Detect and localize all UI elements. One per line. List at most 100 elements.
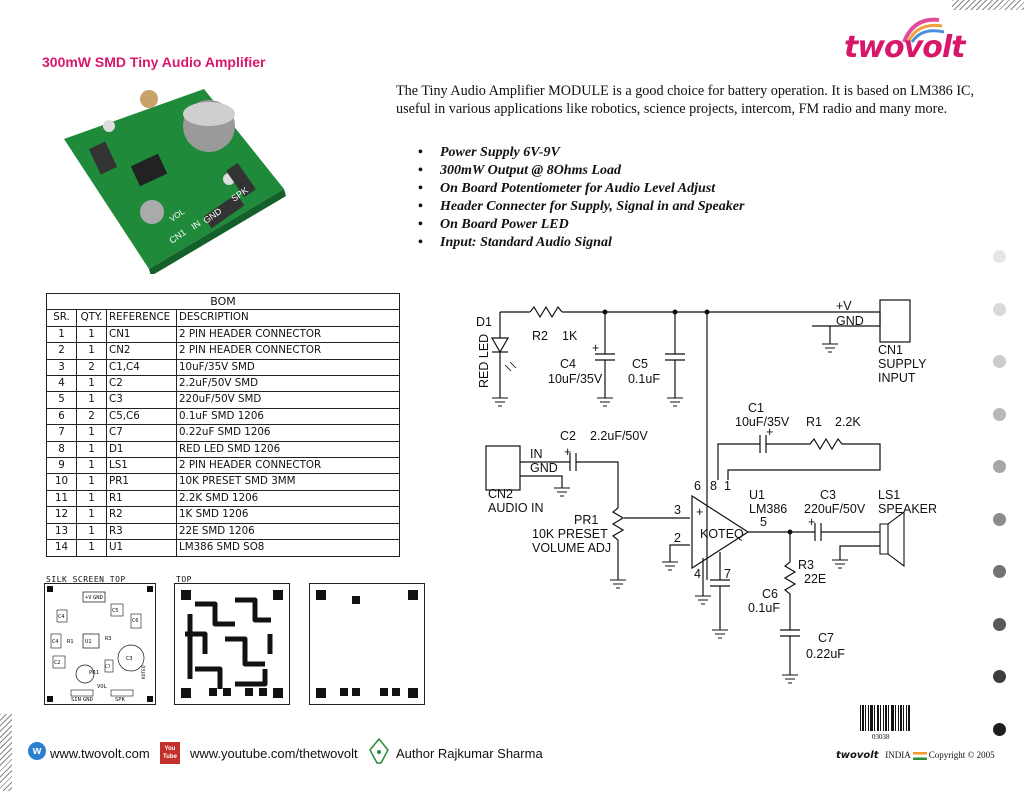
cn2-label: CN2 [488, 487, 513, 501]
silk-label: C3 [126, 656, 133, 662]
bom-description: 2 PIN HEADER CONNECTOR [176, 342, 400, 360]
website-icon: w [28, 742, 46, 760]
bom-header: QTY. [76, 309, 107, 327]
logo-text: twovolt [844, 30, 965, 65]
silk-label: VOL [97, 684, 108, 690]
footer-country: INDIA [885, 750, 911, 760]
c5-label: C5 [632, 357, 648, 371]
bom-reference: C7 [106, 424, 177, 442]
bom-qty: 1 [76, 473, 107, 491]
bom-qty: 1 [76, 440, 107, 459]
silk-label: C5 [112, 608, 119, 614]
c1-value: 10uF/35V [735, 415, 790, 429]
c4-label: C4 [560, 357, 576, 371]
c5-value: 0.1uF [628, 372, 660, 386]
cn2-audio-in: AUDIO IN [488, 501, 544, 515]
c3-label: C3 [820, 488, 836, 502]
c1-plus: + [766, 425, 773, 439]
ls1-value: SPEAKER [878, 502, 937, 516]
bom-sr: 4 [46, 375, 77, 393]
c6-label: C6 [762, 587, 778, 601]
pr1-value: 10K PRESET [532, 527, 608, 541]
footer-brand: twovolt [836, 750, 879, 761]
bom-sr: 5 [46, 391, 77, 409]
website-link[interactable]: www.twovolt.com [50, 746, 150, 761]
copper-traces [181, 590, 283, 698]
twovolt-logo: twovolt [844, 12, 1004, 72]
c2-label: C2 [560, 429, 576, 443]
silk-label: C2 [54, 660, 61, 666]
pin2: 2 [674, 531, 681, 545]
bom-sr: 14 [46, 539, 77, 557]
c3-value: 220uF/50V [804, 502, 866, 516]
r1-value: 2.2K [835, 415, 861, 429]
bom-description: 220uF/50V SMD [176, 391, 400, 409]
bom-qty: 2 [76, 407, 107, 426]
c7-label: C7 [818, 631, 834, 645]
c2-value: 2.2uF/50V [590, 429, 648, 443]
r1-label: R1 [806, 415, 822, 429]
bom-description: 2.2K SMD 1206 [176, 489, 400, 508]
c4-plus: + [592, 341, 599, 355]
bom-description: 2 PIN HEADER CONNECTOR [176, 325, 400, 344]
feature-list: Power Supply 6V-9V 300mW Output @ 8Ohms … [418, 144, 744, 252]
vplus-label: +V [836, 299, 852, 313]
color-dot [993, 722, 1006, 736]
bom-header: REFERENCE [106, 309, 177, 327]
bom-description: LM386 SMD SO8 [176, 539, 400, 557]
bom-description: 0.1uF SMD 1206 [176, 407, 400, 426]
silk-label: C6 [132, 618, 139, 624]
pin1: 1 [724, 479, 731, 493]
pin3: 3 [674, 503, 681, 517]
bom-qty: 1 [76, 342, 107, 360]
footer-year: 2005 [976, 750, 995, 760]
bom-description: 10uF/35V SMD [176, 358, 400, 377]
silk-label: U1 [85, 639, 92, 645]
bom-reference: R2 [106, 506, 177, 524]
bom-reference: PR1 [106, 473, 177, 491]
circuit-schematic: D1 RED LED R2 1K C4 10uF/35V C5 0.1uF +V… [476, 299, 937, 684]
bom-reference: R1 [106, 489, 177, 508]
silk-label: KOTEQ [141, 665, 147, 679]
feature-item: 300mW Output @ 8Ohms Load [418, 162, 744, 180]
silk-label: PR1 [89, 670, 99, 676]
barcode [860, 705, 910, 731]
bom-caption: BOM [46, 292, 400, 311]
bom-sr: 1 [46, 325, 77, 344]
bom-sr: 7 [46, 424, 77, 442]
r2-label: R2 [532, 329, 548, 343]
page-title: 300mW SMD Tiny Audio Amplifier [42, 54, 266, 70]
gnd2-label: GND [530, 461, 558, 475]
pcb-photo: CN1 IN GND VOL SPK [54, 84, 289, 276]
color-dot [993, 670, 1006, 683]
bom-qty: 2 [76, 358, 107, 377]
color-dot [993, 407, 1006, 421]
c7-value: 0.22uF [806, 647, 845, 661]
color-dot [993, 460, 1006, 473]
silk-label: GND [93, 595, 103, 601]
bom-description: 2.2uF/50V SMD [176, 375, 400, 393]
opamp-plus: + [696, 505, 703, 519]
bom-sr: 13 [46, 522, 77, 541]
d1-label: D1 [476, 315, 492, 329]
bom-reference: CN2 [106, 342, 177, 360]
bom-reference: C2 [106, 375, 177, 393]
intro-paragraph: The Tiny Audio Amplifier MODULE is a goo… [396, 83, 975, 117]
u1-label: U1 [749, 488, 765, 502]
copyright-line: twovolt INDIA Copyright © 2005 [836, 750, 995, 761]
youtube-link[interactable]: www.youtube.com/thetwovolt [190, 746, 358, 761]
feature-item: Power Supply 6V-9V [418, 144, 744, 162]
footer-copyright: Copyright [928, 750, 966, 760]
feature-item: Header Connecter for Supply, Signal in a… [418, 198, 744, 216]
footer: w www.twovolt.com You Tube www.youtube.c… [28, 737, 1018, 768]
